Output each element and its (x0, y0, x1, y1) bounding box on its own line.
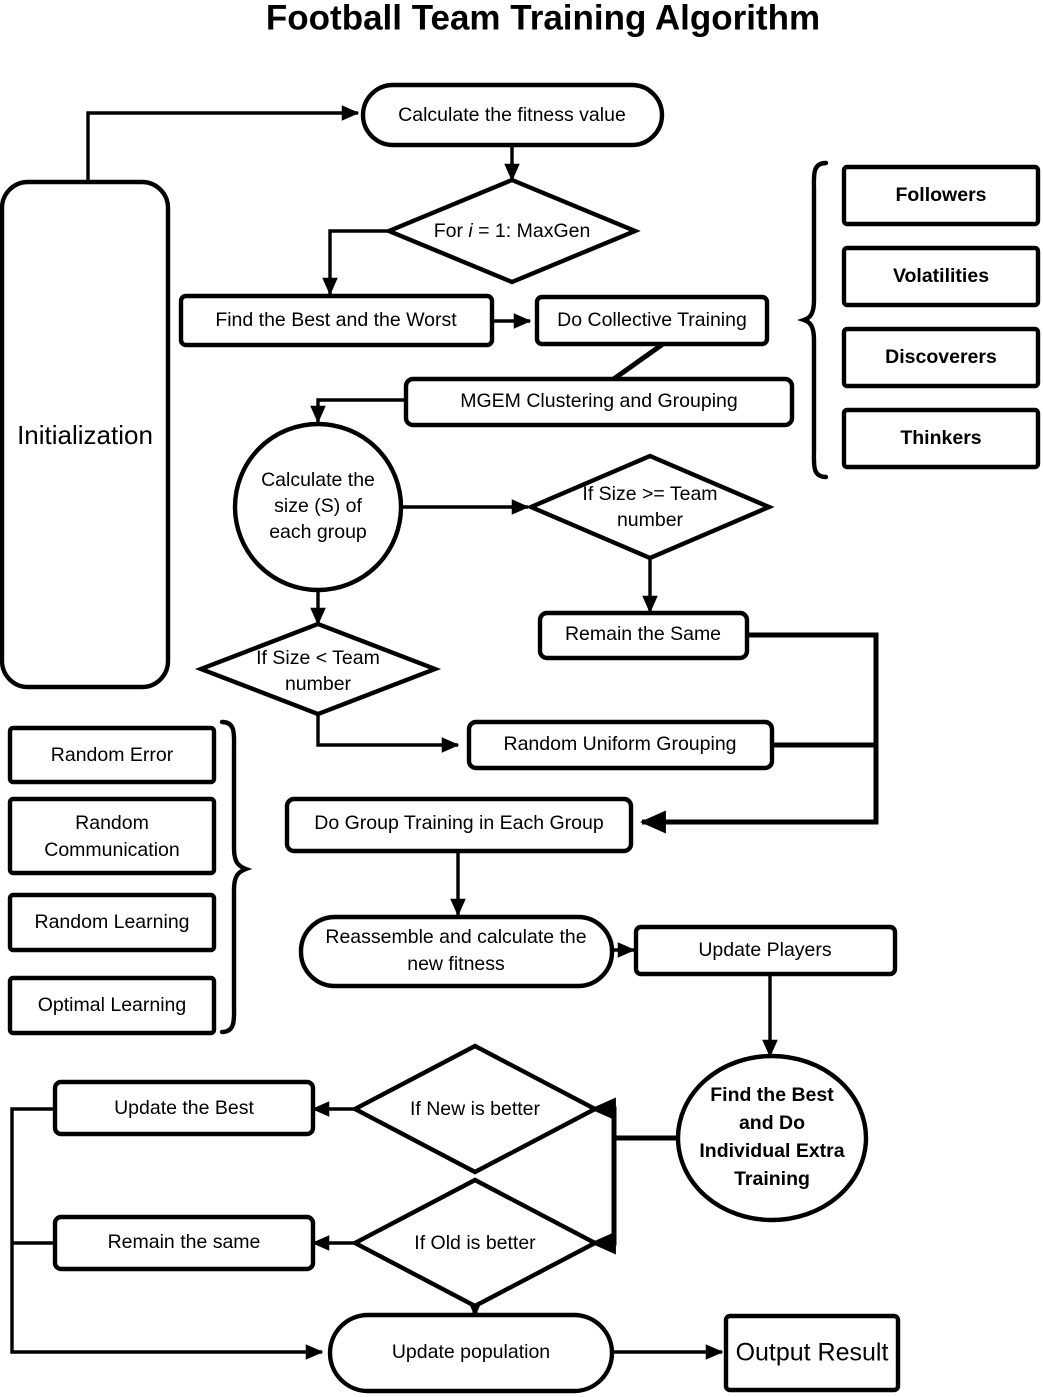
label-initialization: Initialization (17, 420, 153, 450)
connector-trunk-to-ifoldbetter (589, 1138, 617, 1255)
node-remain-the-same-2[interactable] (52, 1214, 316, 1272)
node-calculate-fitness[interactable] (360, 82, 665, 148)
label-reassemble-line1: Reassemble and calculate the (325, 926, 586, 948)
node-discoverers[interactable] (841, 326, 1041, 389)
label-calculate-size-line1: Calculate the (261, 469, 375, 491)
node-do-group-training[interactable] (284, 796, 634, 854)
node-if-size-lt[interactable] (194, 621, 442, 717)
label-if-size-ge-line1: If Size >= Team (582, 483, 717, 505)
label-remain-the-same-2: Remain the same (108, 1231, 261, 1253)
node-followers[interactable] (841, 164, 1041, 227)
label-do-collective-training: Do Collective Training (557, 309, 747, 331)
connector-mgem-to-calcsize (310, 398, 406, 424)
node-update-players[interactable] (633, 924, 898, 977)
label-if-old-better: If Old is better (414, 1232, 536, 1254)
label-random-error: Random Error (51, 744, 174, 766)
node-update-the-best[interactable] (52, 1079, 316, 1137)
node-do-collective-training[interactable] (534, 294, 770, 347)
label-for-loop: For i = 1: MaxGen (434, 220, 591, 242)
node-thinkers[interactable] (841, 407, 1041, 470)
label-update-population: Update population (392, 1341, 550, 1363)
label-find-best-extra-line3: Individual Extra (699, 1140, 844, 1162)
node-volatilities[interactable] (841, 245, 1041, 308)
label-update-players: Update Players (698, 939, 832, 961)
label-find-best-extra-line4: Training (734, 1168, 810, 1190)
node-find-best-extra-training[interactable] (675, 1053, 869, 1223)
label-remain-the-same: Remain the Same (565, 623, 721, 645)
label-if-size-ge-line2: number (617, 509, 684, 531)
label-calculate-size-line3: each group (269, 521, 367, 543)
label-calculate-size-line2: size (S) of (274, 495, 362, 517)
label-if-size-lt-line1: If Size < Team (256, 647, 380, 669)
node-if-old-better[interactable] (350, 1177, 600, 1309)
label-calculate-fitness: Calculate the fitness value (398, 104, 626, 126)
node-reassemble[interactable] (298, 914, 615, 989)
node-random-error[interactable] (7, 725, 217, 785)
node-output-result[interactable] (723, 1313, 901, 1393)
connector-updatebest-to-updatepopulation (10, 1107, 324, 1360)
label-find-best-worst: Find the Best and the Worst (215, 309, 457, 331)
brace-collective-training (797, 160, 829, 480)
label-thinkers: Thinkers (900, 427, 981, 449)
label-reassemble-line2: new fitness (407, 953, 505, 975)
node-calculate-size[interactable] (232, 421, 404, 593)
connector-init-to-calcfitness (86, 105, 360, 182)
connector-forloop-to-findbest (322, 229, 397, 296)
label-random-communication-line1: Random (75, 812, 149, 834)
page-title: Football Team Training Algorithm (266, 0, 820, 37)
connector-ifsizelt-to-randomuniform (316, 713, 460, 753)
node-find-best-worst[interactable] (178, 293, 495, 348)
label-random-communication-line2: Communication (44, 839, 179, 861)
node-random-uniform-grouping[interactable] (466, 719, 775, 771)
node-remain-the-same[interactable] (537, 610, 750, 661)
node-if-size-ge[interactable] (525, 453, 775, 561)
label-if-new-better: If New is better (410, 1098, 541, 1120)
label-if-size-lt-line2: number (285, 673, 352, 695)
label-output-result: Output Result (736, 1339, 889, 1367)
brace-group-training (219, 719, 253, 1035)
node-update-population[interactable] (327, 1312, 615, 1394)
connector-trunk-to-ifnewbetter (589, 1097, 617, 1138)
node-for-loop[interactable] (383, 177, 641, 285)
label-find-best-extra-line2: and Do (739, 1112, 805, 1134)
label-random-uniform-grouping: Random Uniform Grouping (503, 733, 736, 755)
node-random-learning[interactable] (7, 892, 217, 953)
label-do-group-training: Do Group Training in Each Group (314, 812, 604, 834)
label-followers: Followers (895, 184, 986, 206)
label-random-learning: Random Learning (34, 911, 189, 933)
label-discoverers: Discoverers (885, 346, 997, 368)
label-find-best-extra-line1: Find the Best (710, 1084, 834, 1106)
node-optimal-learning[interactable] (7, 975, 217, 1036)
node-initialization[interactable] (0, 179, 171, 690)
connector-remainsame-to-grouptraining (639, 632, 879, 834)
connector-collective-to-mgem (606, 341, 665, 386)
label-optimal-learning: Optimal Learning (38, 994, 187, 1016)
label-mgem-clustering: MGEM Clustering and Grouping (460, 390, 737, 412)
label-update-the-best: Update the Best (114, 1097, 254, 1119)
label-volatilities: Volatilities (893, 265, 989, 287)
node-mgem-clustering[interactable] (403, 376, 795, 428)
node-if-new-better[interactable] (350, 1043, 600, 1175)
node-random-communication[interactable] (7, 796, 217, 876)
